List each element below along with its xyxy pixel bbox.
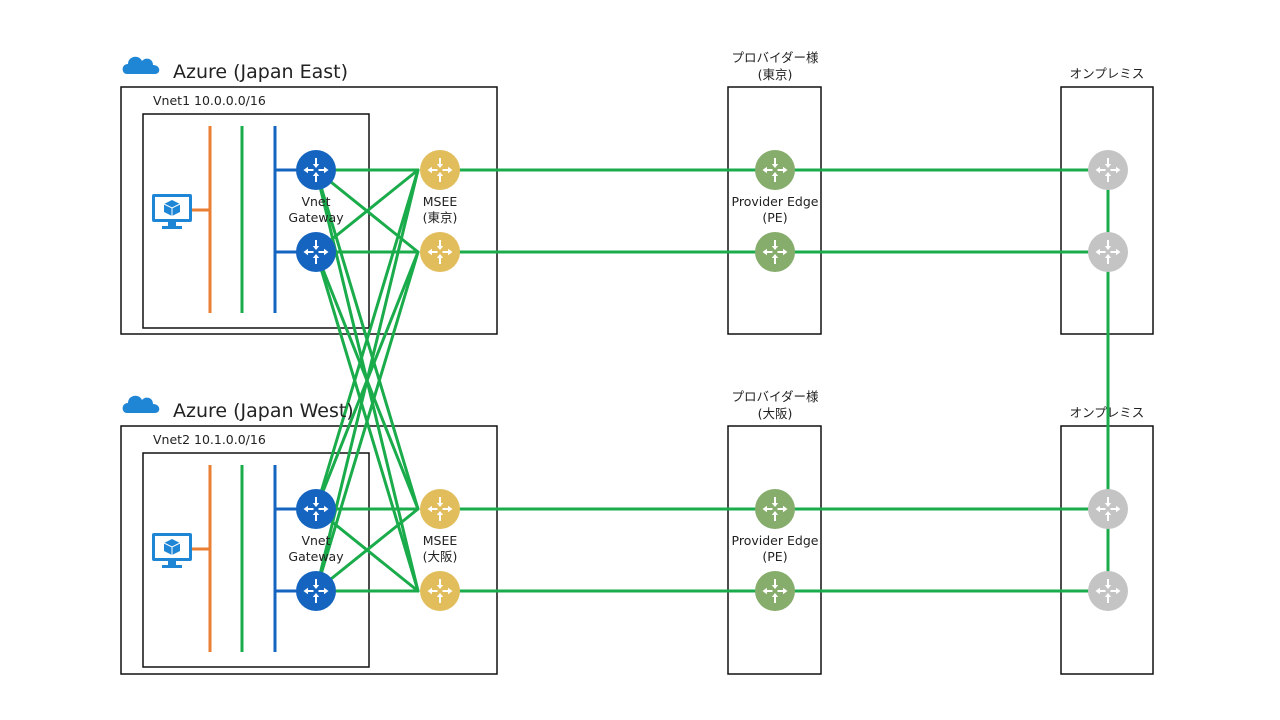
router-icon	[296, 150, 336, 190]
gateway-label-line2: Gateway	[288, 210, 344, 225]
provider-tokyo-title-line1: プロバイダー様	[731, 50, 819, 65]
vnet1-box	[142, 113, 370, 329]
router-icon	[420, 232, 460, 272]
gateway-label-line1: Vnet	[301, 533, 330, 548]
router-icon	[1088, 571, 1128, 611]
virtual-machine-icon	[152, 533, 192, 568]
link-gw-msee	[314, 507, 420, 593]
azure-east-region-box	[120, 86, 498, 335]
vnet1-label: Vnet1 10.0.0.0/16	[153, 93, 266, 108]
link-gw-msee	[314, 250, 420, 593]
vnet2-box	[142, 452, 370, 668]
onprem-bottom-title: オンプレミス	[1070, 405, 1145, 420]
pe-label-line1: Provider Edge	[732, 533, 819, 548]
vnet2-label: Vnet2 10.1.0.0/16	[153, 432, 266, 447]
link-gw-msee	[314, 168, 420, 511]
msee-label-line2: (大阪)	[423, 549, 458, 564]
router-icon	[420, 571, 460, 611]
pe-label-line1: Provider Edge	[732, 194, 819, 209]
router-icon	[420, 489, 460, 529]
router-icon	[755, 232, 795, 272]
router-icon	[1088, 232, 1128, 272]
router-icon	[1088, 489, 1128, 529]
provider-tokyo-box	[727, 86, 822, 335]
pe-label-line2: (PE)	[762, 549, 787, 564]
router-icon	[296, 489, 336, 529]
cloud-icon	[122, 395, 160, 413]
provider-osaka-box	[727, 425, 822, 675]
pe-label-line2: (PE)	[762, 210, 787, 225]
provider-osaka-title-line1: プロバイダー様	[731, 389, 819, 404]
region-title-east: Azure (Japan East)	[173, 61, 348, 83]
gateway-label-line1: Vnet	[301, 194, 330, 209]
router-icon	[755, 150, 795, 190]
link-gw-msee	[314, 168, 420, 593]
router-icon	[755, 489, 795, 529]
msee-label-line1: MSEE	[423, 194, 458, 209]
router-icon	[755, 571, 795, 611]
vnet2-subnets	[192, 465, 300, 652]
msee-label-line2: (東京)	[423, 210, 458, 225]
region-title-west: Azure (Japan West)	[173, 400, 354, 422]
router-icon	[296, 571, 336, 611]
onprem-top-title: オンプレミス	[1070, 66, 1145, 81]
virtual-machine-icon	[152, 194, 192, 229]
gateway-label-line2: Gateway	[288, 549, 344, 564]
provider-osaka-title-line2: (大阪)	[758, 406, 793, 421]
link-gw-msee	[314, 168, 420, 254]
cloud-icon	[122, 56, 160, 74]
router-icon	[296, 232, 336, 272]
vnet1-subnets	[192, 126, 300, 313]
azure-west-region-box	[120, 425, 498, 675]
router-icon	[420, 150, 460, 190]
msee-label-line1: MSEE	[423, 533, 458, 548]
provider-tokyo-title-line2: (東京)	[758, 67, 793, 82]
router-icon	[1088, 150, 1128, 190]
